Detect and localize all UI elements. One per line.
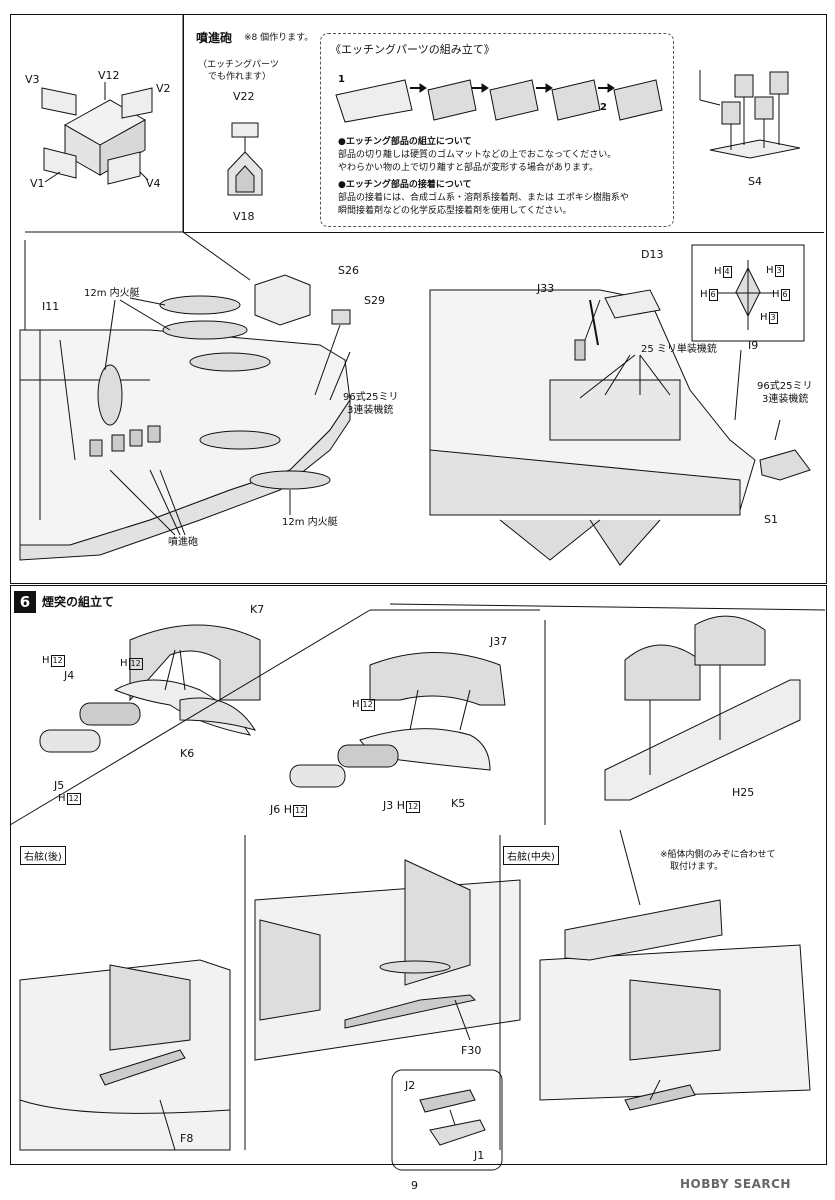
h4-prefix: H [714,266,722,277]
label-aa96-left-1: 96式25ミリ [343,392,399,403]
j6-h: H [283,803,293,816]
label-aa96-left-2: 3連装機銃 [347,405,394,416]
h3-bottom-number: 3 [768,312,778,324]
label-V2: V2 [156,82,171,95]
note2-line2: 瞬間接着剤などの化学反応型接着剤を使用してください。 [338,206,572,216]
label-J1: J1 [474,1149,485,1162]
page-number: 9 [411,1179,418,1192]
label-F30: F30 [461,1044,482,1057]
h3-top-number: 3 [774,265,784,277]
h12-2-prefix: H [120,658,128,669]
label-I11: I11 [42,300,60,313]
rear-starboard-label: 右舷(後) [20,846,66,865]
h12-1-prefix: H [42,655,50,666]
label-S26: S26 [338,264,359,277]
h6-left-number: 6 [708,289,718,301]
h12-2-number: 12 [128,658,143,670]
label-H25: H25 [732,786,755,799]
label-J4: J4 [64,669,75,682]
label-S1: S1 [764,513,778,526]
h12-4-prefix: H [352,699,360,710]
fit-note-line1: ※船体内側のみぞに合わせて [660,850,776,860]
label-K5: K5 [451,797,466,810]
label-V3: V3 [25,73,40,86]
label-I9: I9 [748,339,759,352]
etching-alt-line1: （エッチングパーツ [198,60,279,70]
etching-alt-line2: でも作れます） [208,72,272,82]
h12-3-number: 12 [66,793,81,805]
etching-title: 《エッチングパーツの組み立て》 [330,43,495,56]
label-V18: V18 [233,210,255,223]
label-boat-12m-top: 12m 内火艇 [84,288,140,299]
j3-text: J3 [383,799,394,812]
note1-head: ●エッチング部品の組立について [338,137,472,147]
j3-h12: 12 [406,801,421,813]
h6-right-prefix: H [772,289,780,300]
label-K7: K7 [250,603,265,616]
top-panel [10,14,827,584]
etching-note-1: ●エッチング部品の組立について 部品の切り離しは硬質のゴムマットなどの上でおこな… [338,136,616,175]
h6-left-prefix: H [700,289,708,300]
j6-text: J6 [270,803,281,816]
label-V4: V4 [146,177,161,190]
h6-right-number: 6 [780,289,790,301]
label-aa25-single: 25 ミリ単装機銃 [641,344,717,355]
etching-note-2: ●エッチング部品の接着について 部品の接着には、合成ゴム系・溶剤系接着剤、または… [338,179,629,218]
label-V22: V22 [233,90,255,103]
jet-gun-note: ※8 個作ります。 [244,33,314,43]
watermark: HOBBY SEARCH [680,1177,791,1191]
label-jet-gun-bottom: 噴進砲 [168,537,198,548]
etching-step2: 2 [600,102,607,113]
label-D13: D13 [641,248,664,261]
h3-bottom-prefix: H [760,312,768,323]
label-S4: S4 [748,175,762,188]
center-starboard-label: 右舷(中央) [503,846,559,865]
h12-3-prefix: H [58,793,66,804]
label-aa96-right-1: 96式25ミリ [757,381,813,392]
step-title: 煙突の組立て [42,595,115,609]
label-boat-12m-bottom: 12m 内火艇 [282,517,338,528]
h12-1-number: 12 [50,655,65,667]
label-J5: J5 [54,779,65,792]
label-J37: J37 [490,635,508,648]
fit-note-line2: 取付けます。 [670,862,724,872]
note1-line2: やわらかい物の上で切り離すと部品が変形する場合があります。 [338,163,599,173]
note1-line1: 部品の切り離しは硬質のゴムマットなどの上でおこなってください。 [338,150,617,160]
j6-h12: 12 [293,805,308,817]
label-aa96-right-2: 3連装機銃 [762,394,809,405]
label-F8: F8 [180,1132,194,1145]
label-J2: J2 [405,1079,416,1092]
step-number: 6 [14,591,36,613]
h4-number: 4 [722,266,732,278]
label-S29: S29 [364,294,385,307]
h3-top-prefix: H [766,265,774,276]
h12-4-number: 12 [360,699,375,711]
note2-head: ●エッチング部品の接着について [338,180,472,190]
etching-instructions-box [320,33,674,227]
label-K6: K6 [180,747,195,760]
j3-h: H [396,799,406,812]
note2-line1: 部品の接着には、合成ゴム系・溶剤系接着剤、または エポキシ樹脂系や [338,193,629,203]
etching-step1: 1 [338,74,345,85]
label-V1: V1 [30,177,45,190]
jet-gun-title: 噴進砲 [196,31,233,45]
label-V12: V12 [98,69,120,82]
step6-panel [10,585,827,1165]
label-J33: J33 [537,282,555,295]
